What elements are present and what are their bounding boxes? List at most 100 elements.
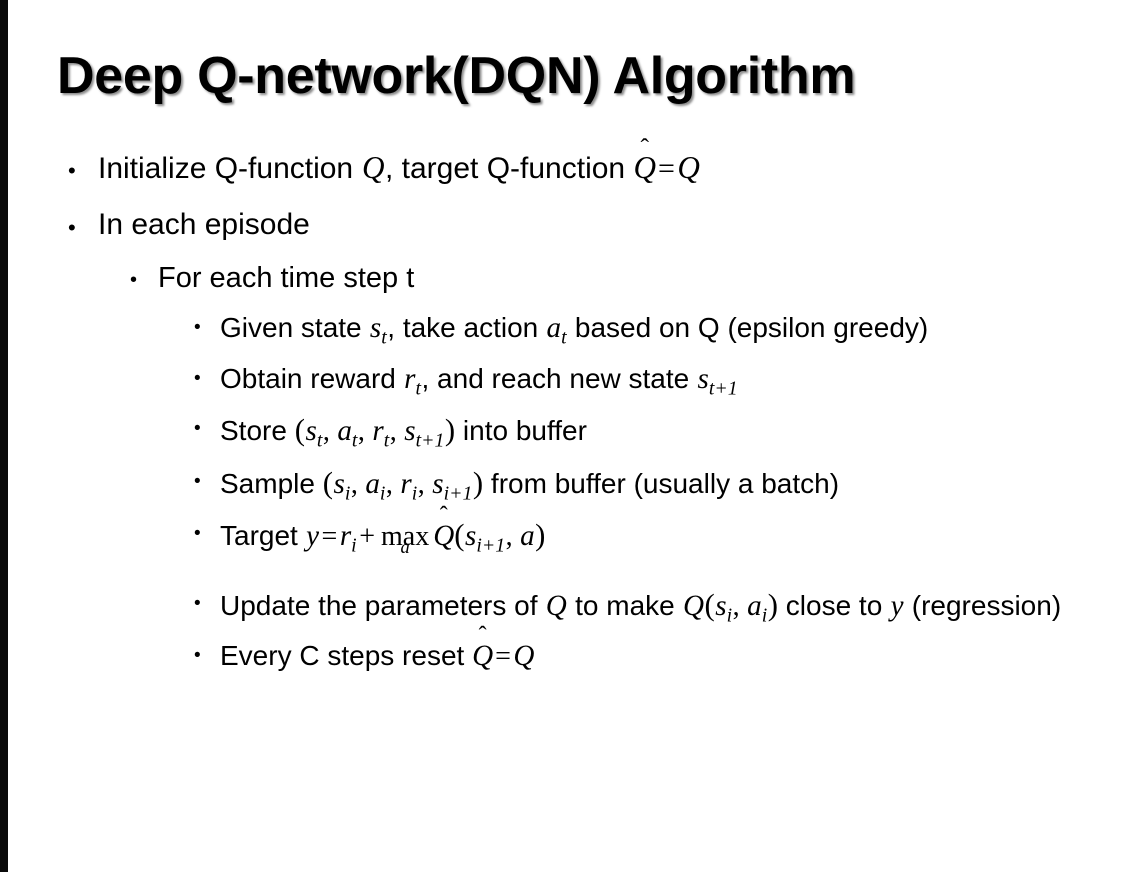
math-var-base: s xyxy=(715,589,727,622)
math-subscript: t xyxy=(381,326,387,349)
math-var-Q: Q xyxy=(361,150,385,185)
math-var-Q: Q xyxy=(513,639,535,672)
math-subscript: i xyxy=(411,481,418,504)
math-subscript: t+1 xyxy=(415,429,445,452)
text-fragment: (regression) xyxy=(903,589,1062,621)
math-paren-open: ( xyxy=(454,518,465,553)
list-item-text: Update the parameters of Q to make Q(si,… xyxy=(220,585,1096,628)
math-comma: , xyxy=(505,521,520,553)
math-var-base: a xyxy=(365,467,380,500)
math-var-base: s xyxy=(333,467,345,500)
math-comma: , xyxy=(350,468,365,500)
math-comma: , xyxy=(417,468,432,500)
math-var-base: a xyxy=(546,312,562,345)
math-var-s: st xyxy=(369,312,387,348)
math-var-Q2: Q xyxy=(677,150,700,185)
list-item-update-parameters: • Update the parameters of Q to make Q(s… xyxy=(0,585,1124,628)
math-paren-open: ( xyxy=(322,465,333,500)
bullet-dot-icon: • xyxy=(194,523,201,545)
math-var-base: s xyxy=(369,312,382,345)
math-operator-plus: + xyxy=(359,521,375,553)
math-var-a: ai xyxy=(747,589,768,626)
list-item-text: For each time step t xyxy=(158,261,415,294)
math-subscript: t+1 xyxy=(708,377,738,400)
math-var-base: a xyxy=(337,415,352,448)
math-subscript: t xyxy=(351,429,358,452)
math-subscript: t xyxy=(415,377,421,400)
math-var-s-next: st+1 xyxy=(697,363,738,399)
math-var-Qhat: ̂Q xyxy=(633,148,656,189)
math-var-r: ri xyxy=(339,520,357,556)
algorithm-bullet-list: • Initialize Q-function Q, target Q-func… xyxy=(0,148,1124,685)
text-fragment: to make xyxy=(567,589,683,621)
math-var-Q2: Q xyxy=(683,589,705,622)
text-fragment: based on Q (epsilon greedy) xyxy=(567,312,929,344)
math-var-base: r xyxy=(404,362,416,395)
list-item-text: In each episode xyxy=(98,207,310,241)
math-var-base: a xyxy=(747,589,762,622)
bullet-dot-icon: • xyxy=(68,158,76,183)
list-item-text: Obtain reward rt, and reach new state st… xyxy=(220,360,1096,401)
math-operator-limit: a xyxy=(400,536,410,557)
text-fragment: from buffer (usually a batch) xyxy=(483,467,840,499)
text-fragment: , and reach new state xyxy=(421,362,698,394)
math-var-base: Q xyxy=(433,520,455,553)
math-var-a: a xyxy=(520,520,535,553)
bullet-dot-icon: • xyxy=(194,418,201,440)
text-fragment: into buffer xyxy=(455,415,587,447)
math-var-s-next: st+1 xyxy=(404,415,445,451)
math-var-base: r xyxy=(400,467,412,500)
text-fragment: Obtain reward xyxy=(220,362,404,394)
text-fragment: Given state xyxy=(220,312,370,344)
bullet-dot-icon: • xyxy=(194,592,201,614)
math-paren-open: ( xyxy=(294,413,305,448)
math-var-a: at xyxy=(546,312,567,348)
bullet-dot-icon: • xyxy=(194,317,201,339)
list-item-for-each-time-step: • For each time step t xyxy=(0,260,1124,298)
math-var-y: y xyxy=(306,520,320,553)
math-var-y: y xyxy=(890,589,904,622)
math-var-s: st xyxy=(305,415,323,451)
math-var-Q: Q xyxy=(545,589,567,622)
bullet-dot-icon: • xyxy=(194,367,201,389)
text-fragment: Initialize Q-function xyxy=(98,152,362,185)
math-var-s-next: si+1 xyxy=(465,520,506,556)
bullet-dot-icon: • xyxy=(194,644,201,666)
math-var-base: r xyxy=(372,415,384,448)
math-var-base: Q xyxy=(633,150,656,185)
list-item-in-each-episode: • In each episode xyxy=(0,205,1124,244)
text-fragment: , take action xyxy=(387,312,547,344)
math-subscript: i+1 xyxy=(476,534,506,557)
bullet-dot-icon: • xyxy=(194,470,201,492)
math-var-s: si xyxy=(715,589,733,626)
math-comma: , xyxy=(732,590,747,622)
list-item-initialize: • Initialize Q-function Q, target Q-func… xyxy=(0,148,1124,189)
math-operator-equals: = xyxy=(657,152,675,185)
math-comma: , xyxy=(357,416,372,448)
list-item-text: Store (st, at, rt, st+1) into buffer xyxy=(220,410,1096,453)
math-var-r: rt xyxy=(372,415,390,451)
text-fragment: Sample xyxy=(220,467,323,499)
math-subscript: t xyxy=(561,326,567,349)
math-var-r: ri xyxy=(400,467,418,504)
math-var-base: s xyxy=(404,415,416,448)
math-subscript: t xyxy=(316,429,323,452)
bullet-dot-icon: • xyxy=(130,268,138,291)
math-paren-close: ) xyxy=(535,518,546,553)
text-fragment: Update the parameters of xyxy=(220,589,546,621)
text-fragment: Every C steps reset xyxy=(220,639,473,671)
math-var-base: r xyxy=(339,520,352,553)
math-paren-close: ) xyxy=(444,413,456,448)
list-item-text: Sample (si, ai, ri, si+1) from buffer (u… xyxy=(220,463,1096,506)
math-subscript: t xyxy=(383,429,390,452)
math-operator-name: max xyxy=(380,521,430,553)
list-item-store-transition: • Store (st, at, rt, st+1) into buffer xyxy=(0,410,1124,453)
list-item-text: Given state st, take action at based on … xyxy=(220,309,1096,350)
math-operator-equals: = xyxy=(321,521,338,553)
math-var-Qhat: ̂Q xyxy=(433,517,454,555)
list-item-text: Every C steps reset ̂Q=Q xyxy=(220,637,1096,676)
math-var-base: Q xyxy=(472,639,494,672)
math-subscript: i xyxy=(379,481,386,504)
